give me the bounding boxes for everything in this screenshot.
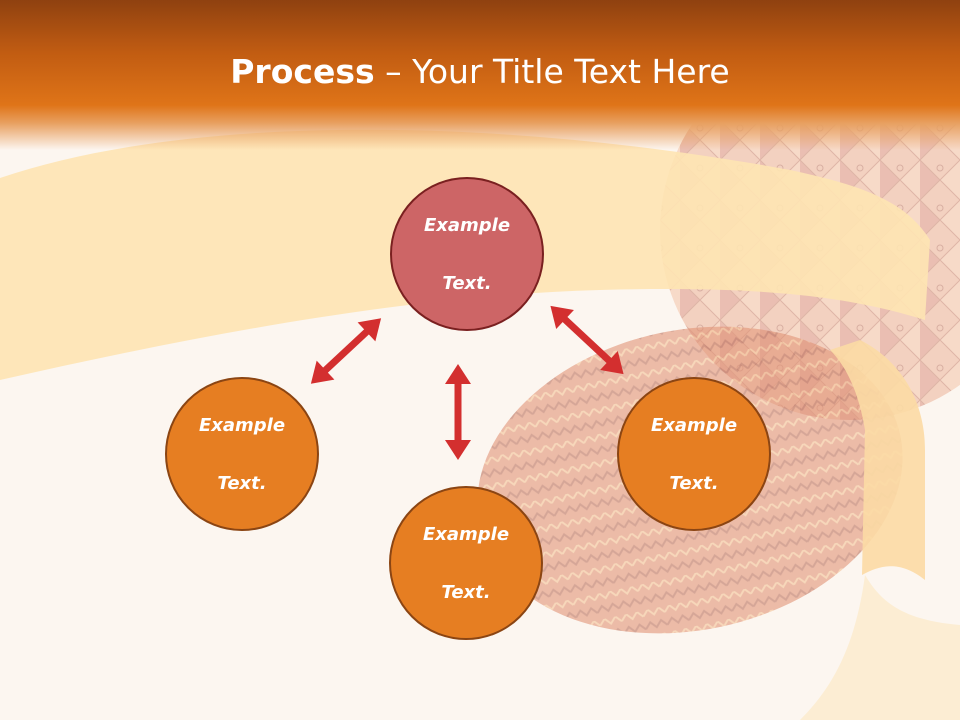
node-top-line2: Text. — [442, 272, 492, 294]
arrow-top-right — [550, 305, 624, 375]
node-bottom-line1: Example — [422, 523, 510, 545]
arrow-top-left — [310, 318, 382, 384]
node-right-line2: Text. — [669, 472, 719, 494]
title-bold: Process — [230, 52, 375, 91]
node-right-line1: Example — [650, 414, 738, 436]
title-rest: – Your Title Text Here — [374, 52, 730, 91]
node-left-line2: Text. — [217, 472, 267, 494]
arrow-vertical — [445, 364, 471, 460]
node-bottom-line2: Text. — [441, 581, 491, 603]
slide-title: Process – Your Title Text Here — [0, 52, 960, 91]
title-bar — [0, 0, 960, 150]
node-top-line1: Example — [423, 214, 511, 236]
node-left-line1: Example — [198, 414, 286, 436]
